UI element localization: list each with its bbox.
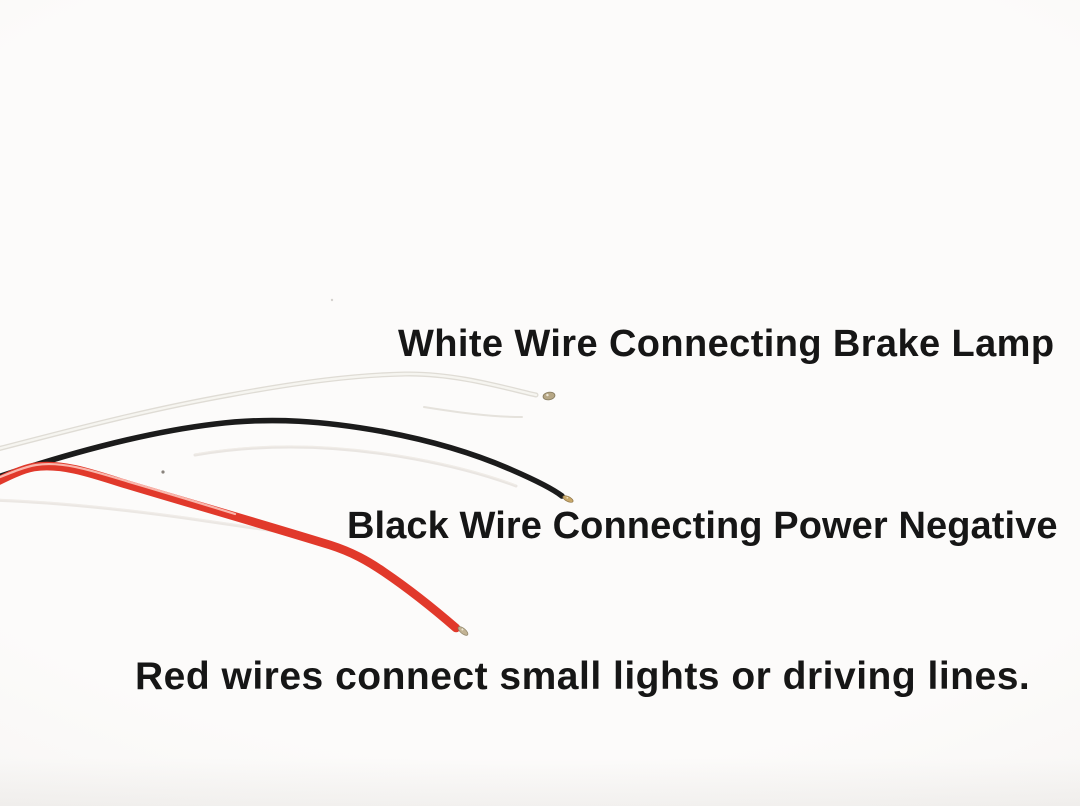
stray-strand-under-black bbox=[193, 445, 518, 488]
red-wire-terminal bbox=[457, 626, 469, 636]
white-wire-frayed-strand bbox=[423, 406, 523, 418]
dust-speck bbox=[330, 298, 334, 302]
stray-strand-under-red bbox=[0, 498, 297, 536]
white-wire-terminal bbox=[542, 391, 556, 401]
red-wire bbox=[0, 461, 461, 633]
black-wire-terminal bbox=[562, 495, 574, 503]
red-wire-highlight bbox=[0, 462, 237, 516]
white-wire-label: White Wire Connecting Brake Lamp bbox=[398, 323, 1055, 365]
white-wire bbox=[0, 371, 539, 451]
red-wire-label: Red wires connect small lights or drivin… bbox=[135, 655, 1031, 698]
black-wire-label: Black Wire Connecting Power Negative bbox=[347, 505, 1058, 547]
black-wire bbox=[0, 417, 565, 499]
dust-speck bbox=[161, 470, 165, 474]
